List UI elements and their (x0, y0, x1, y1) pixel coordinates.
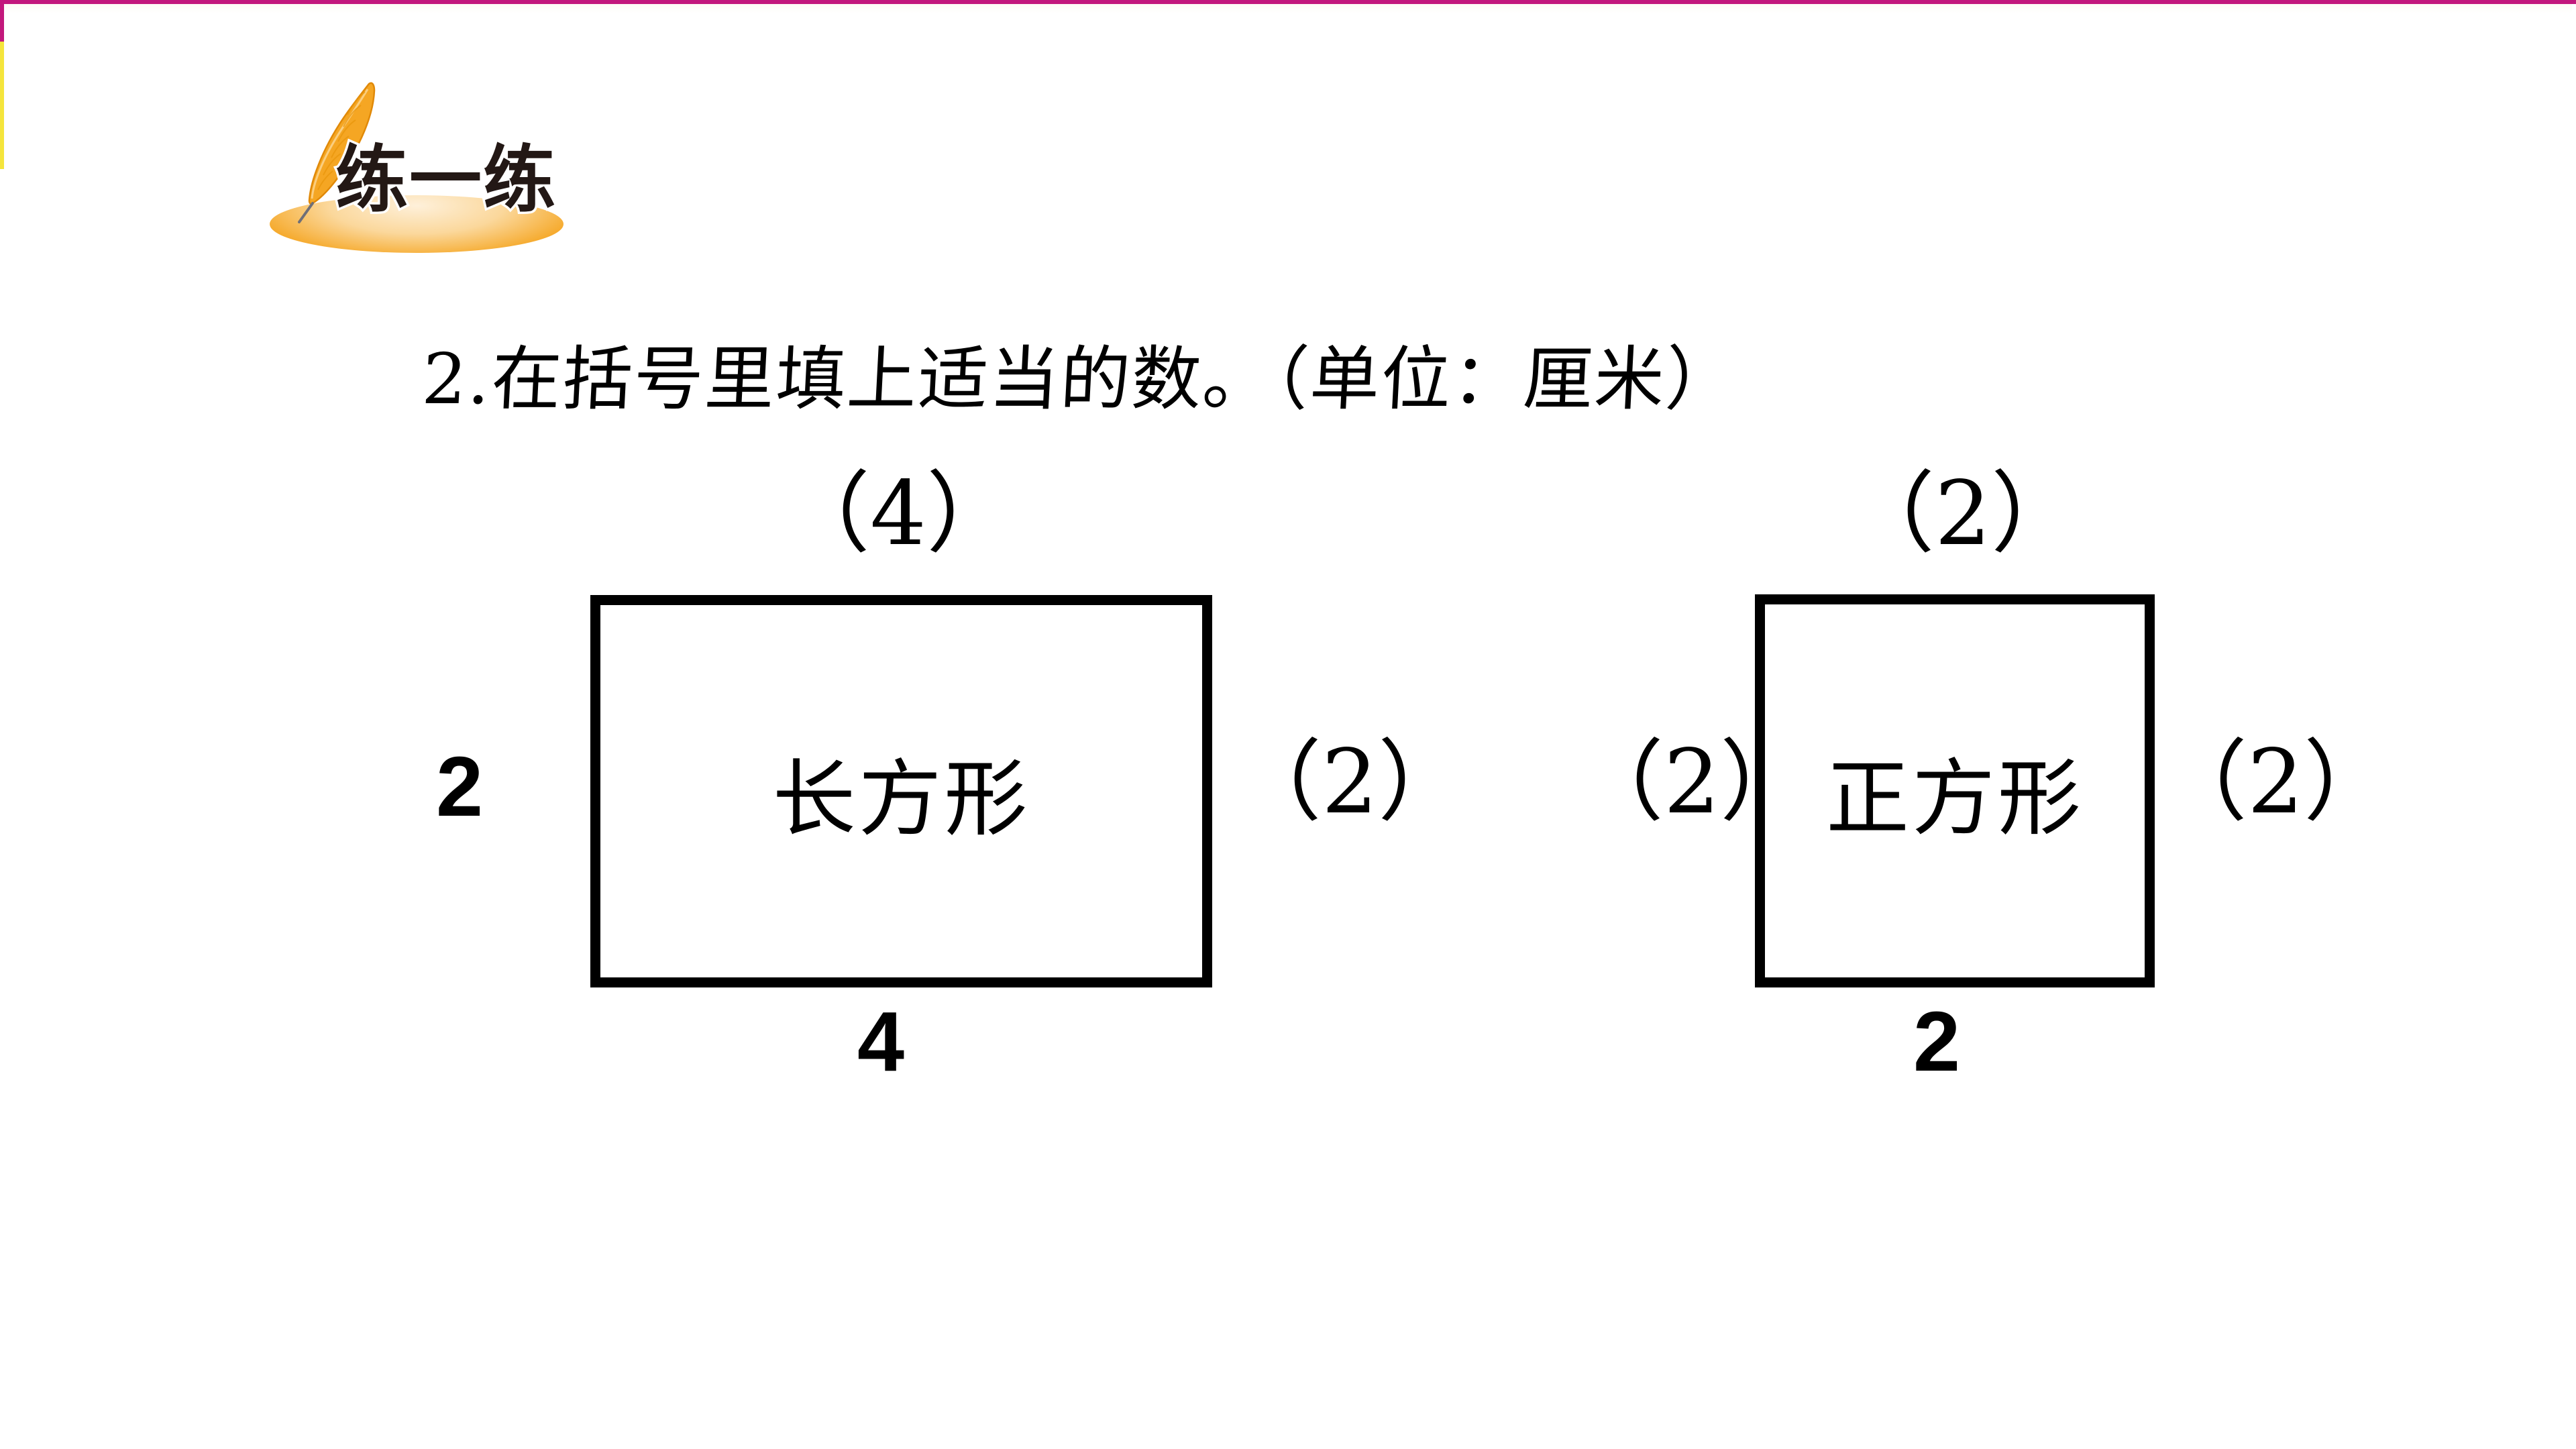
rectangle-right-blank[interactable]: （2） (1233, 731, 1466, 834)
rectangle-top-blank[interactable]: （4） (782, 462, 1015, 566)
logo-ellipse-backdrop (270, 195, 564, 253)
slide-left-accent-yellow (0, 42, 4, 169)
question-heading: 2.在括号里填上适当的数。（单位：厘米） (420, 338, 1739, 420)
practice-logo: 练一练 (255, 70, 590, 253)
square-shape-label: 正方形 (1825, 751, 2084, 847)
square-right-blank[interactable]: （2） (2159, 731, 2392, 834)
logo-label: 练一练 (333, 138, 558, 222)
slide-left-accent-magenta (0, 0, 4, 42)
rectangle-shape: 长方形 (590, 595, 1212, 987)
slide-top-soft-band (4, 4, 2572, 13)
square-bottom-length: 2 (1913, 994, 1961, 1089)
rectangle-left-length: 2 (436, 739, 484, 834)
square-top-blank[interactable]: （2） (1846, 462, 2080, 566)
slide-top-accent-line (0, 0, 2576, 4)
rectangle-shape-label: 长方形 (772, 751, 1030, 848)
square-shape: 正方形 (1755, 594, 2155, 987)
rectangle-bottom-length: 4 (857, 994, 905, 1089)
feather-quill-icon (298, 82, 376, 223)
